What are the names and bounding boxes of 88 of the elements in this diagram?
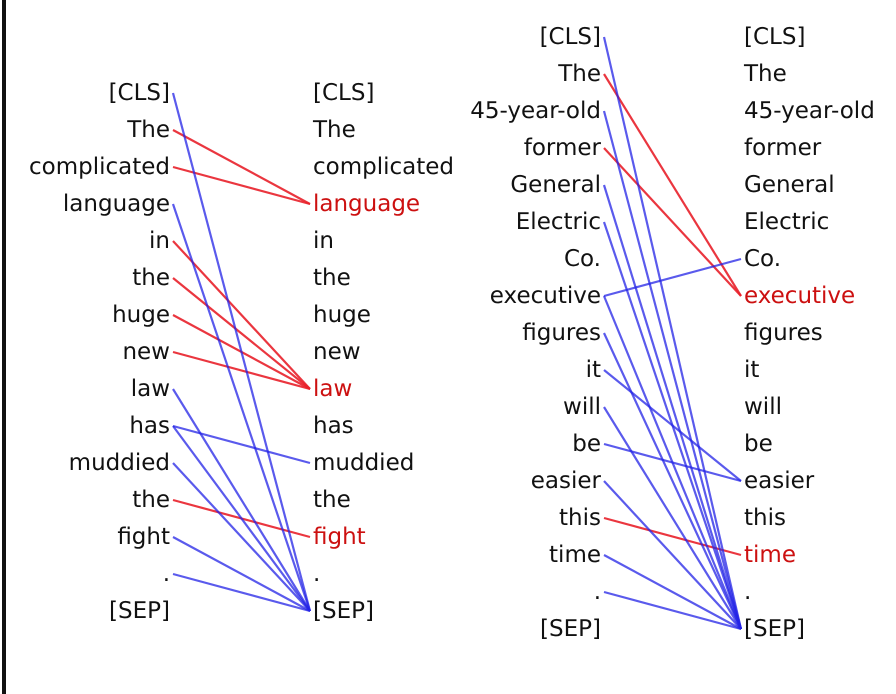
token-label: 45-year-old	[744, 97, 875, 125]
token-label: language	[62, 190, 170, 218]
attention-line	[604, 590, 742, 630]
token-label: this	[559, 504, 601, 532]
attention-line	[172, 498, 310, 538]
token-label: be	[572, 430, 601, 458]
token-label: the	[132, 486, 170, 514]
attention-line	[172, 350, 310, 390]
attention-line	[172, 388, 311, 612]
attention-line	[604, 516, 742, 556]
attention-line	[172, 572, 310, 612]
token-label: .	[162, 560, 170, 588]
token-label: Electric	[516, 208, 601, 236]
token-label: huge	[112, 301, 170, 329]
attention-line	[172, 129, 311, 205]
token-label: .	[744, 578, 752, 606]
attention-line	[172, 92, 312, 612]
token-label: easier	[530, 467, 601, 495]
attention-line	[172, 240, 311, 390]
token-label: in	[313, 227, 334, 255]
token-label: the	[313, 264, 351, 292]
token-label: [CLS]	[313, 79, 374, 107]
token-label: [SEP]	[540, 615, 601, 643]
token-label: complicated	[313, 153, 454, 181]
token-label: [CLS]	[108, 79, 170, 107]
token-label: .	[594, 578, 601, 606]
token-label: The	[313, 116, 356, 144]
token-label: former	[744, 134, 822, 162]
token-label: fight	[313, 523, 366, 551]
token-label: Co.	[564, 245, 601, 273]
attention-line	[172, 424, 310, 464]
token-label: figures	[522, 319, 601, 347]
token-label: executive	[744, 282, 856, 310]
token-label: .	[313, 560, 320, 588]
token-label: [SEP]	[109, 597, 170, 625]
attention-line	[603, 554, 742, 630]
token-label: figures	[744, 319, 823, 347]
token-label: this	[744, 504, 786, 532]
token-label: easier	[744, 467, 814, 495]
token-label: new	[313, 338, 361, 366]
attention-line	[603, 406, 742, 630]
token-label: muddied	[68, 449, 170, 477]
token-label: [SEP]	[744, 615, 805, 643]
token-label: has	[313, 412, 354, 440]
token-label: executive	[490, 282, 601, 310]
token-label: [CLS]	[744, 23, 806, 51]
token-label: General	[510, 171, 601, 199]
token-label: the	[313, 486, 351, 514]
token-label: [SEP]	[313, 597, 374, 625]
attention-line	[604, 442, 742, 482]
attention-line	[172, 204, 312, 612]
token-label: time	[549, 541, 601, 569]
token-label: will	[563, 393, 601, 421]
token-label: The	[127, 116, 170, 144]
attention-line	[172, 314, 311, 390]
token-label: The	[558, 60, 601, 88]
token-label: The	[744, 60, 787, 88]
token-label: complicated	[28, 153, 170, 181]
token-label: former	[524, 134, 601, 162]
token-label: it	[586, 356, 601, 384]
attention-line	[172, 462, 311, 612]
token-label: it	[744, 356, 760, 384]
token-label: time	[744, 541, 796, 569]
token-label: Electric	[744, 208, 830, 236]
token-label: muddied	[313, 449, 414, 477]
token-label: law	[313, 375, 352, 403]
attention-line	[603, 73, 742, 297]
token-label: [CLS]	[540, 23, 601, 51]
token-label: language	[313, 190, 420, 218]
token-label: fight	[117, 523, 170, 551]
attention-line	[603, 147, 742, 297]
token-label: be	[744, 430, 773, 458]
token-label: the	[132, 264, 170, 292]
token-label: has	[129, 412, 170, 440]
attention-line	[172, 166, 310, 206]
token-label: huge	[313, 301, 371, 329]
token-label: law	[130, 375, 170, 403]
token-label: General	[744, 171, 835, 199]
attention-line	[604, 258, 742, 298]
token-label: new	[122, 338, 170, 366]
attention-line	[172, 277, 311, 390]
token-label: 45-year-old	[470, 97, 601, 125]
attention-line	[603, 480, 742, 630]
token-label: Co.	[744, 245, 782, 273]
attention-line	[172, 536, 311, 612]
token-label: in	[149, 227, 170, 255]
attention-line	[603, 369, 742, 482]
token-label: will	[744, 393, 782, 421]
